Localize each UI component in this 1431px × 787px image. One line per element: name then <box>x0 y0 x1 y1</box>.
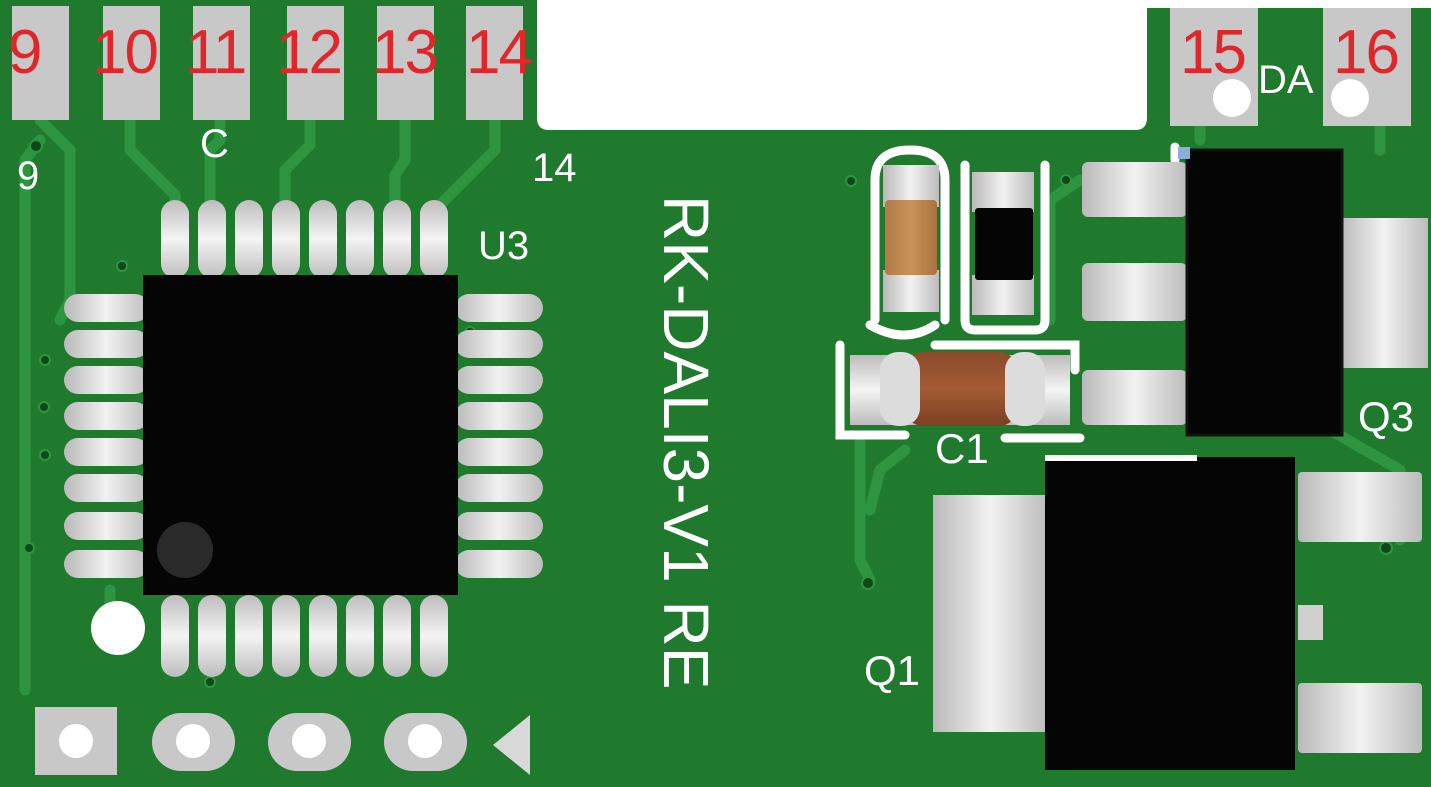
silk-label-14: 14 <box>532 146 577 190</box>
pin-number-11: 11 <box>185 18 247 87</box>
silk-label-q1: Q1 <box>864 647 921 694</box>
silk-label-c1: C1 <box>935 425 989 472</box>
bottom-connector <box>35 707 530 775</box>
silk-label-u3: U3 <box>478 224 530 268</box>
fiducial-mark <box>91 601 145 655</box>
pin1-triangle-marker <box>493 715 530 775</box>
u3-pin1-marker <box>157 522 213 578</box>
board-name-label: RK-DALI3-V1 RE <box>650 195 722 690</box>
pin-number-16: 16 <box>1333 18 1400 87</box>
u3-pads-top <box>161 200 448 278</box>
u3-pads-bottom <box>161 595 448 677</box>
u3-pads-right <box>455 294 543 578</box>
q3-transistor <box>1082 147 1428 437</box>
small-capacitor <box>883 165 939 312</box>
edge-pad-12 <box>287 6 344 120</box>
c1-capacitor <box>850 352 1070 426</box>
silk-label-q3: Q3 <box>1358 393 1415 440</box>
edge-pad-9 <box>12 6 69 120</box>
small-diode <box>972 172 1034 315</box>
pad-hole-16 <box>1331 79 1369 117</box>
edge-pad-13 <box>377 6 434 120</box>
silk-label-9: 9 <box>17 154 40 198</box>
edge-pad-10 <box>103 6 160 120</box>
pin-number-10: 10 <box>92 18 159 87</box>
pin-number-9: 9 <box>8 18 43 87</box>
pin-number-15: 15 <box>1180 18 1247 87</box>
silk-label-c: C <box>200 122 229 166</box>
pin-number-14: 14 <box>466 18 533 87</box>
q1-transistor <box>933 455 1422 770</box>
pad-hole-15 <box>1213 79 1251 117</box>
edge-pad-14 <box>466 6 523 120</box>
pin-number-12: 12 <box>276 18 343 87</box>
silk-label-da: DA <box>1258 58 1314 102</box>
edge-connector-pads <box>12 6 1411 126</box>
edge-pad-11 <box>193 6 250 120</box>
u3-pads-left <box>64 294 149 578</box>
component-outlines <box>835 142 1180 443</box>
pin-number-13: 13 <box>372 18 439 87</box>
